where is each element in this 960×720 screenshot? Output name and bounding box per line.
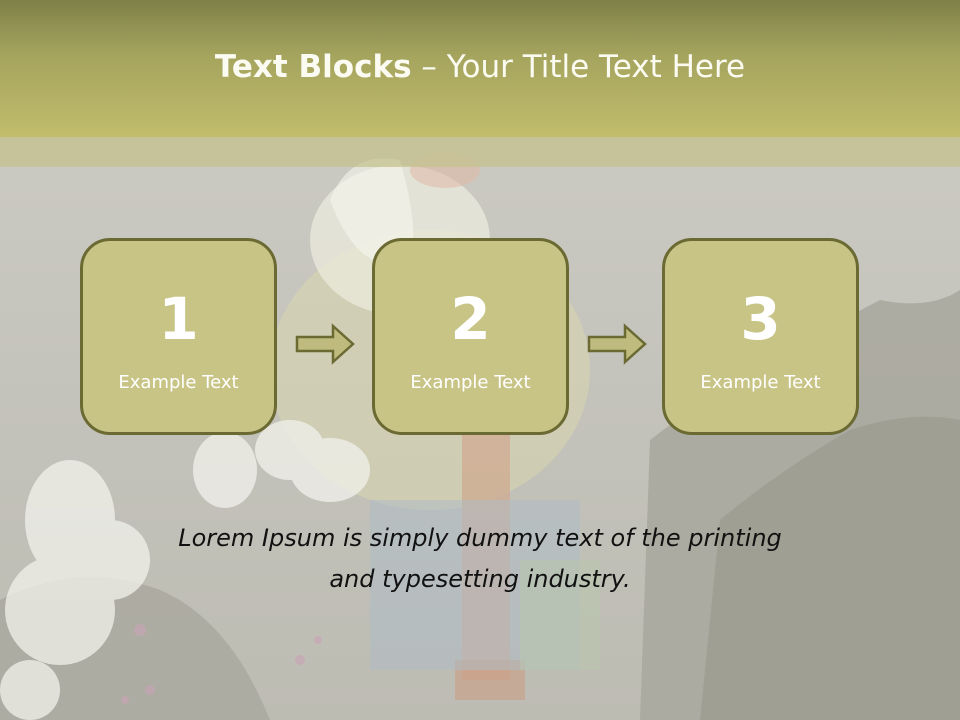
body-line: Lorem Ipsum is simply dummy text of the … [178,524,782,552]
text-block-2: 2 Example Text [372,238,569,435]
arrow-right-icon [587,323,647,365]
title-bar: Text Blocks – Your Title Text Here [0,0,960,137]
title-strip [0,137,960,167]
arrow-right-icon [295,323,355,365]
text-block-3: 3 Example Text [662,238,859,435]
block-label: Example Text [410,372,531,393]
body-line: and typesetting industry. [329,565,631,593]
title-bold-part: Text Blocks [214,48,412,85]
block-label: Example Text [700,372,821,393]
slide-title: Text Blocks – Your Title Text Here [215,49,745,85]
text-block-1: 1 Example Text [80,238,277,435]
title-separator: – [411,48,447,85]
block-label: Example Text [118,372,239,393]
block-number: 3 [740,285,781,353]
block-number: 2 [450,285,491,353]
body-text: Lorem Ipsum is simply dummy text of the … [80,518,880,600]
block-number: 1 [158,285,199,353]
title-rest-part: Your Title Text Here [446,48,746,85]
